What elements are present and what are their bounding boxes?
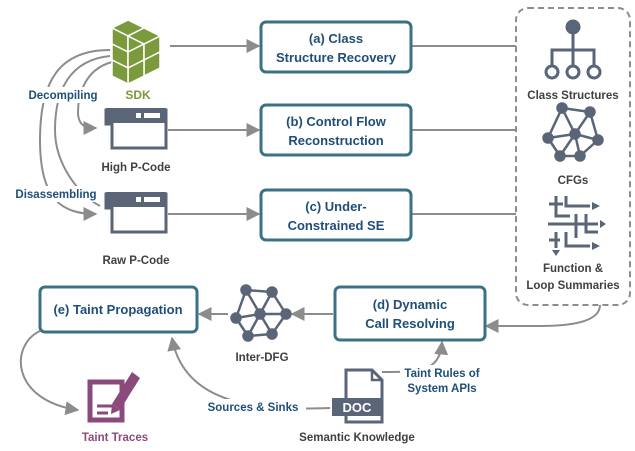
step-e-line1: (e) Taint Propagation: [53, 302, 182, 317]
summaries-maze-icon: [548, 196, 598, 248]
step-d-line1: (d) Dynamic: [373, 297, 447, 312]
cfg-network-icon: [542, 102, 604, 162]
edge-decompiling: [76, 61, 113, 135]
step-e-box: (e) Taint Propagation: [38, 285, 199, 334]
cfgs-label: CFGs: [558, 175, 589, 187]
edge-outputs-to-d: [484, 304, 601, 333]
step-d-line2: Call Resolving: [365, 316, 455, 331]
summaries-label-line2: Loop Summaries: [526, 280, 619, 292]
taint-rules-label-line1: Taint Rules of: [404, 368, 479, 380]
outputs-dashed-container: [515, 7, 631, 306]
step-b-box: (b) Control Flow Reconstruction: [259, 103, 413, 157]
step-a-box: (a) Class Structure Recovery: [259, 20, 413, 74]
sources-sinks-label: Sources & Sinks: [208, 402, 299, 414]
high-pcode-icon: [104, 108, 168, 150]
step-a-line1: (a) Class: [309, 31, 363, 46]
step-c-box: (c) Under- Constrained SE: [259, 188, 413, 242]
class-structures-icon: [544, 19, 602, 80]
step-d-box: (d) Dynamic Call Resolving: [333, 285, 487, 342]
step-b-line2: Reconstruction: [288, 133, 383, 148]
high-pcode-label: High P-Code: [102, 162, 171, 174]
edge-doc-to-e: [167, 336, 331, 410]
class-structures-label: Class Structures: [527, 90, 618, 102]
summaries-label-line1: Function &: [543, 263, 603, 275]
disassembling-label: Disassembling: [15, 189, 96, 201]
step-c-line1: (c) Under-: [305, 199, 366, 214]
edge-sdk-middle: [53, 55, 111, 207]
step-a-line2: Structure Recovery: [276, 50, 397, 65]
step-c-line2: Constrained SE: [288, 218, 385, 233]
sdk-icon: [110, 19, 162, 86]
edge-e-to-traces: [19, 330, 80, 416]
summaries-arrowheads: [552, 202, 606, 256]
decompiling-label: Decompiling: [28, 90, 97, 102]
doc-badge-text: DOC: [343, 400, 373, 415]
taint-traces-label: Taint Traces: [82, 432, 148, 444]
taint-traces-icon: [87, 372, 140, 423]
sdk-label: SDK: [125, 88, 151, 102]
raw-pcode-label: Raw P-Code: [102, 255, 169, 267]
taint-rules-label-line2: System APIs: [407, 383, 476, 395]
inter-dfg-icon: [230, 284, 292, 342]
edge-disassembling: [38, 49, 111, 221]
step-b-line1: (b) Control Flow: [286, 114, 387, 129]
inter-dfg-label: Inter-DFG: [235, 352, 288, 364]
doc-file-icon: DOC: [332, 368, 384, 424]
semantic-knowledge-label: Semantic Knowledge: [299, 432, 415, 444]
raw-pcode-icon: [104, 192, 168, 234]
